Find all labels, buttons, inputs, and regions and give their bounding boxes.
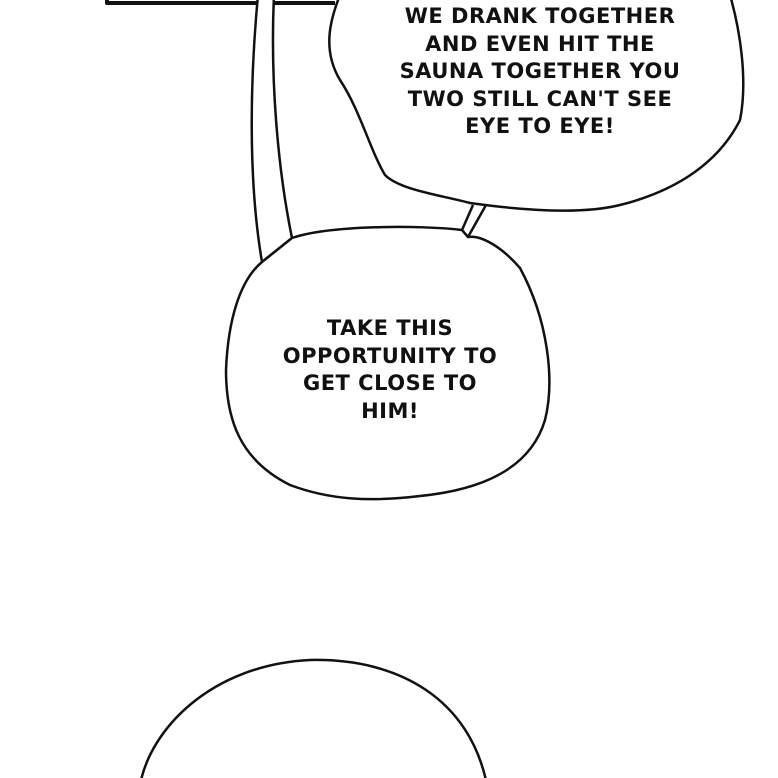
speech-bubble-middle [224, 225, 551, 501]
bubble-tail-short [460, 204, 488, 238]
bubble-text-top: WE DRANK TOGETHER AND EVEN HIT THE SAUNA… [399, 4, 681, 138]
speech-bubble-bottom [140, 658, 487, 778]
bubble-text-middle: TAKE THIS OPPORTUNITY TO GET CLOSE TO HI… [282, 316, 498, 423]
speech-bubble-top [328, 0, 745, 212]
bubble-tail-long [250, 0, 294, 264]
panel-border [105, 0, 335, 5]
